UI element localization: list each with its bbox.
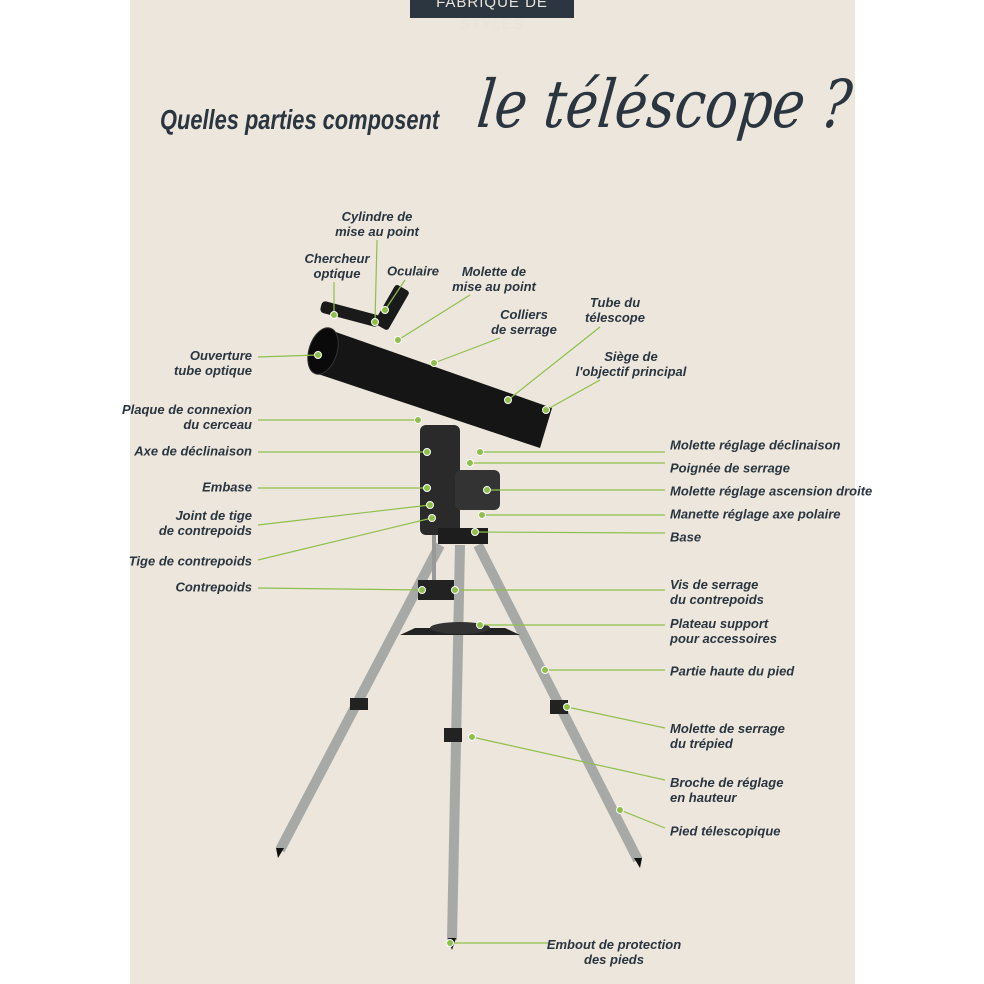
label-oculaire: Oculaire [386,263,440,279]
leader-line [566,706,666,729]
leader-line [474,531,666,534]
leader-line [257,587,423,591]
marker-dot [314,351,322,359]
leader-line [619,809,666,829]
marker-dot [468,733,476,741]
leader-line [471,736,666,781]
marker-dot [563,703,571,711]
marker-dot [476,448,484,456]
marker-dot [430,359,438,367]
tripod [275,542,643,950]
optical-tube [307,285,552,448]
marker-dot [446,939,454,947]
marker-dot [466,459,474,467]
marker-dot [423,484,431,492]
leader-line [374,239,378,323]
leader-line [257,517,433,561]
marker-dot [394,336,402,344]
label-base: Base [670,529,702,545]
marker-dot [541,666,549,674]
label-tige: Tige de contrepoids [128,553,252,569]
leader-line [433,337,501,364]
label-manette: Manette réglage axe polaire [670,506,841,522]
brand-banner: FABRIQUE DE STYLES [410,0,574,33]
leader-line [397,294,471,341]
marker-dot [451,586,459,594]
label-embase: Embase [202,479,252,495]
leader-lines [257,239,666,944]
marker-dot [504,396,512,404]
leader-line [545,379,601,411]
label-contrepoids: Contrepoids [175,579,252,595]
leader-line [384,279,406,311]
marker-dot [483,486,491,494]
marker-dot [426,501,434,509]
marker-dot [423,448,431,456]
marker-dot [414,416,422,424]
leader-line [257,504,431,526]
marker-dot [381,306,389,314]
marker-dot [371,318,379,326]
leader-line [257,354,319,358]
marker-dot [471,528,479,536]
marker-dot [478,511,486,519]
leader-line [507,326,601,401]
label-poignee: Poignée de serrage [670,460,790,476]
marker-dot [418,586,426,594]
marker-dots [314,306,624,947]
label-molette-ascension: Molette réglage ascension droite [670,483,873,499]
label-molette-declinaison: Molette réglage déclinaison [670,437,841,453]
marker-dot [616,806,624,814]
label-partie-haute: Partie haute du pied [670,663,795,679]
label-axe: Axe de déclinaison [134,443,252,459]
title-prefix: Quelles parties composent [160,104,440,135]
label-pied: Pied télescopique [670,823,781,839]
marker-dot [476,621,484,629]
marker-dot [428,514,436,522]
marker-dot [330,311,338,319]
marker-dot [542,406,550,414]
